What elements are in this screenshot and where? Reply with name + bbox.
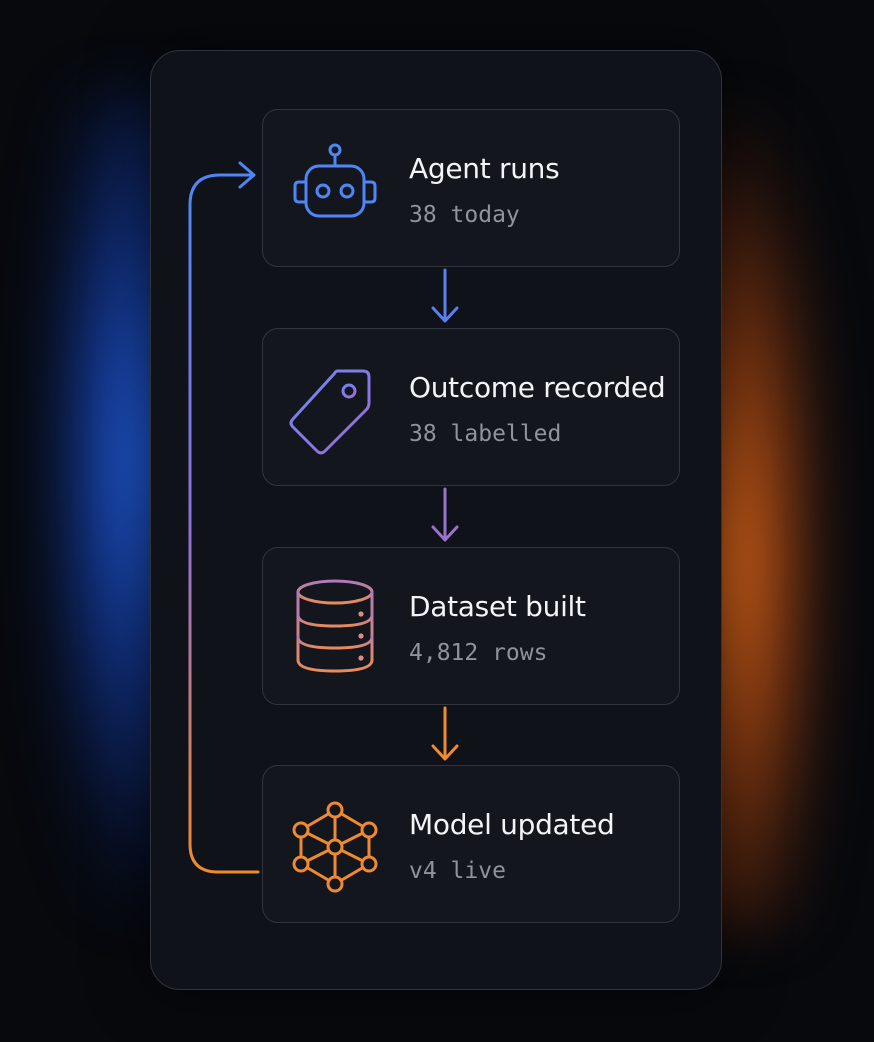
arrow-outcome-to-dataset <box>431 487 459 542</box>
database-icon <box>285 578 385 678</box>
step-card-dataset-built: Dataset built 4,812 rows <box>262 547 680 705</box>
feedback-loop-arrowhead <box>238 161 256 189</box>
step-card-outcome-recorded: Outcome recorded 38 labelled <box>262 328 680 486</box>
step-detail: v4 live <box>409 858 506 884</box>
step-card-model-updated: Model updated v4 live <box>262 765 680 923</box>
arrow-dataset-to-model <box>431 706 459 761</box>
step-title: Model updated <box>409 808 615 841</box>
step-title: Dataset built <box>409 590 586 623</box>
step-detail: 38 today <box>409 202 520 228</box>
step-card-agent-runs: Agent runs 38 today <box>262 109 680 267</box>
step-title: Outcome recorded <box>409 371 666 404</box>
tag-icon <box>285 359 385 459</box>
robot-icon <box>285 140 385 240</box>
arrow-runs-to-outcome <box>431 268 459 323</box>
step-detail: 4,812 rows <box>409 640 548 666</box>
step-title: Agent runs <box>409 152 560 185</box>
feedback-loop-line <box>188 173 260 874</box>
network-icon <box>285 796 385 896</box>
step-detail: 38 labelled <box>409 421 562 447</box>
